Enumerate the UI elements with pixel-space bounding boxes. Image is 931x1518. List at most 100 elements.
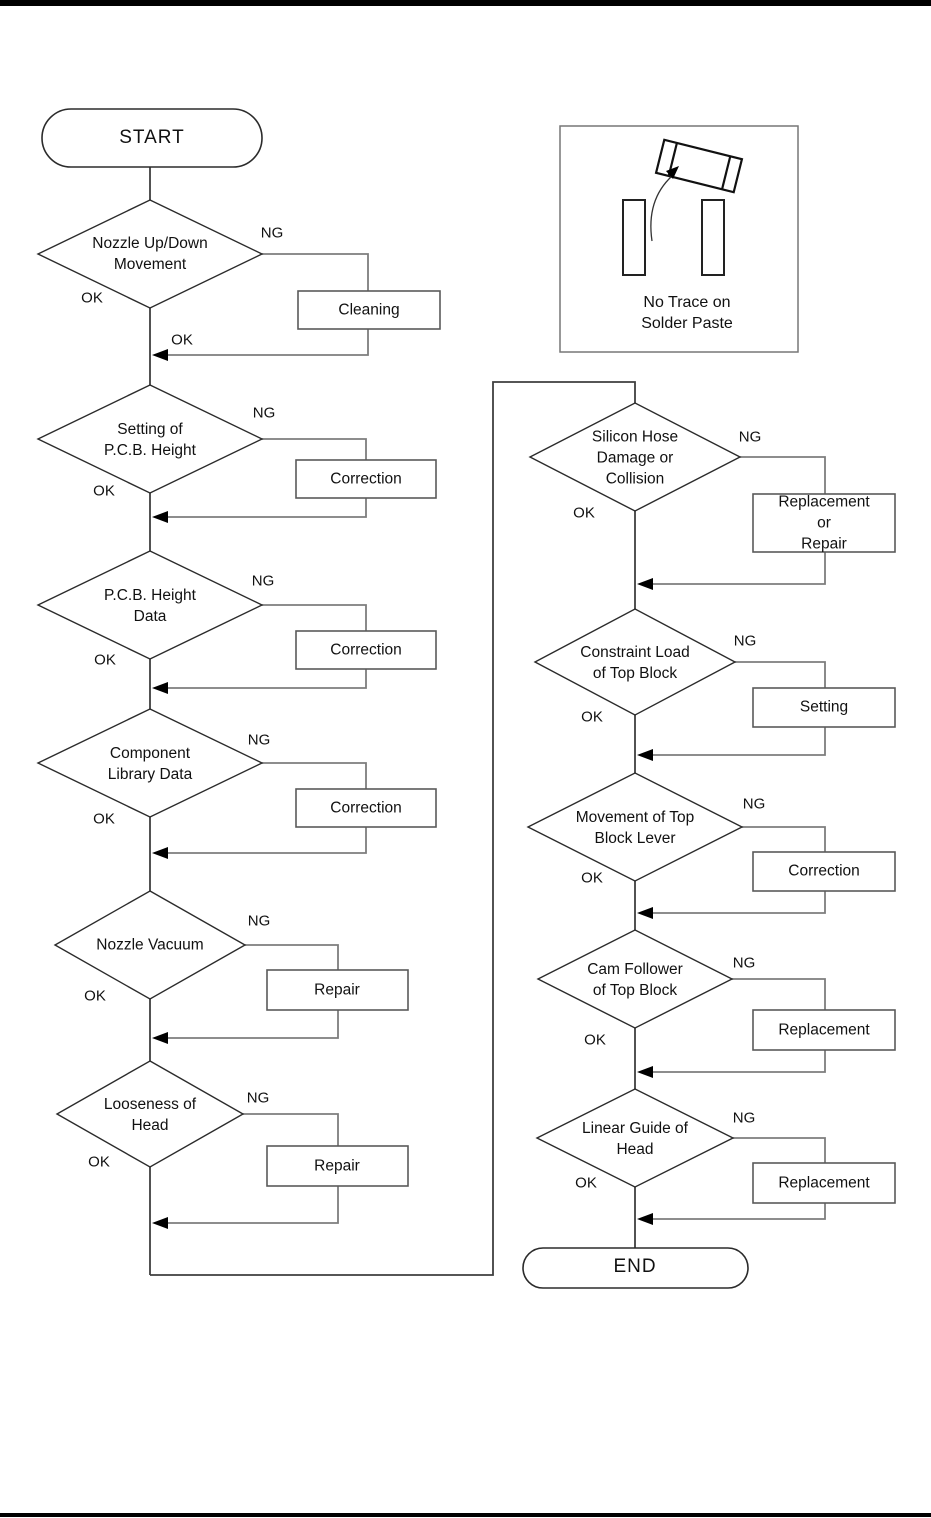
action-box <box>752 851 896 892</box>
merge-ok-label: OK <box>171 331 193 349</box>
action-label: Cleaning <box>338 301 400 319</box>
ok-label: OK <box>581 869 603 887</box>
decision-diamond <box>36 199 264 309</box>
decision-diamond <box>526 772 744 882</box>
decision-diamond <box>36 550 264 660</box>
action-label: Replacement <box>778 1021 870 1039</box>
decision-diamond <box>53 890 247 1000</box>
merge-arrowhead <box>152 511 168 523</box>
ok-label: OK <box>581 708 603 726</box>
ng-branch-line <box>166 438 367 518</box>
ok-label: OK <box>84 987 106 1005</box>
decision-label: Looseness of Head <box>103 1096 197 1134</box>
decision-diamond <box>55 1060 245 1168</box>
ng-branch-line <box>166 944 339 1039</box>
decision-diamond <box>528 402 742 512</box>
merge-arrowhead <box>637 907 653 919</box>
end-terminal-shape <box>522 1247 749 1289</box>
decision-diamond <box>36 708 264 818</box>
action-label: Correction <box>788 862 860 880</box>
ok-label: OK <box>93 482 115 500</box>
action-label: Correction <box>330 641 402 659</box>
pointer-arrowhead <box>666 166 679 179</box>
page-bottom-rule <box>0 1513 931 1517</box>
action-label: Setting <box>799 698 849 716</box>
end-terminal-label: END <box>613 1256 657 1277</box>
action-label: Correction <box>330 470 402 488</box>
decision-label: Constraint Load of Top Block <box>580 644 690 682</box>
ng-branch-line <box>651 978 826 1073</box>
merge-arrowhead <box>152 349 168 361</box>
ok-label: OK <box>573 504 595 522</box>
ok-label: OK <box>88 1153 110 1171</box>
ng-label: NG <box>742 795 766 813</box>
action-box <box>752 687 896 728</box>
ng-label: NG <box>247 731 271 749</box>
ok-label: OK <box>584 1031 606 1049</box>
decision-label: Movement of Top Block Lever <box>575 809 695 847</box>
ok-label: OK <box>94 651 116 669</box>
action-box <box>295 788 437 828</box>
column-connector-line <box>150 381 636 1276</box>
decision-diamond <box>535 1088 735 1188</box>
merge-arrowhead <box>152 1032 168 1044</box>
ng-label: NG <box>246 1089 270 1107</box>
decision-diamond <box>533 608 737 716</box>
action-label: Repair <box>314 1157 360 1175</box>
merge-arrowhead <box>637 578 653 590</box>
action-box <box>752 1162 896 1204</box>
action-label: Replacement <box>778 1174 870 1192</box>
decision-diamond <box>36 384 264 494</box>
merge-arrowhead <box>637 1066 653 1078</box>
ng-label: NG <box>260 224 284 242</box>
ok-label: OK <box>81 289 103 307</box>
solder-pad-right-shape <box>701 199 725 276</box>
action-box <box>752 1009 896 1051</box>
decision-label: Silicon Hose Damage or Collision <box>591 428 679 488</box>
solder-pad-left-shape <box>622 199 646 276</box>
ng-label: NG <box>733 632 757 650</box>
ng-branch-line <box>651 456 826 585</box>
decision-label: Cam Follower of Top Block <box>587 961 683 999</box>
ng-label: NG <box>251 572 275 590</box>
action-label: Replacement or Repair <box>778 493 870 553</box>
ng-branch-line <box>651 661 826 756</box>
solder-paste-inset <box>559 125 799 353</box>
ng-label: NG <box>732 954 756 972</box>
decision-label: Component Library Data <box>107 745 193 783</box>
action-label: Repair <box>314 981 360 999</box>
action-box <box>752 493 896 553</box>
action-box <box>266 1145 409 1187</box>
tilted-chip-shape <box>654 138 744 194</box>
ng-label: NG <box>252 404 276 422</box>
pointer-curve <box>650 175 673 242</box>
start-terminal-shape <box>41 108 263 168</box>
decision-diamond <box>536 929 734 1029</box>
action-box <box>295 630 437 670</box>
merge-arrowhead <box>152 1217 168 1229</box>
ng-branch-line <box>651 826 826 914</box>
merge-arrowhead <box>637 1213 653 1225</box>
ng-branch-line <box>166 604 367 689</box>
decision-label: Linear Guide of Head <box>582 1120 688 1158</box>
ng-label: NG <box>247 912 271 930</box>
ok-label: OK <box>93 810 115 828</box>
decision-label: Setting of P.C.B. Height <box>104 421 196 459</box>
ng-branch-line <box>166 762 367 854</box>
merge-arrowhead <box>152 682 168 694</box>
ng-branch-line <box>651 1137 826 1220</box>
ng-branch-line <box>166 253 369 356</box>
merge-arrowhead <box>637 749 653 761</box>
chip-end-cap-right <box>720 156 732 190</box>
ng-label: NG <box>738 428 762 446</box>
action-box <box>295 459 437 499</box>
decision-label: P.C.B. Height Data <box>104 587 196 625</box>
start-terminal-label: START <box>119 127 185 148</box>
action-label: Correction <box>330 799 402 817</box>
inset-caption: No Trace on Solder Paste <box>641 294 733 332</box>
decision-label: Nozzle Vacuum <box>96 936 204 954</box>
decision-label: Nozzle Up/Down Movement <box>92 235 208 273</box>
action-box <box>266 969 409 1011</box>
